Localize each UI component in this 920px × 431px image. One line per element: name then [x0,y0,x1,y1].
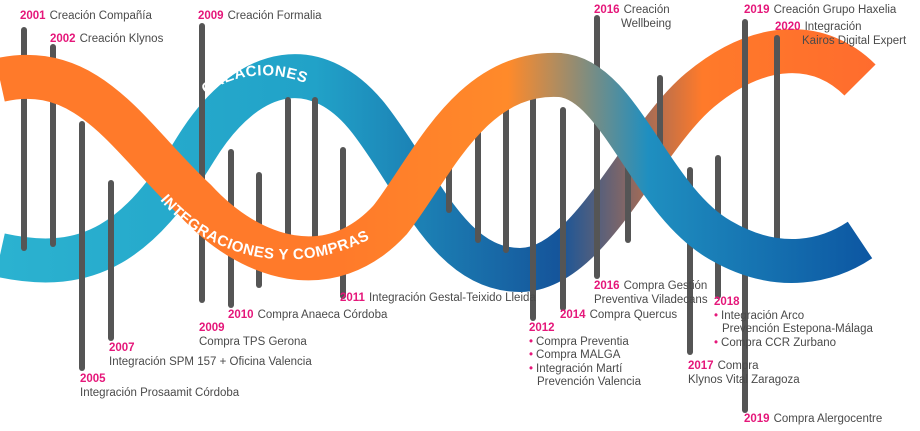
milestone-2009-tps: 2009 Compra TPS Gerona [199,322,307,348]
list-item: Integración Arco [714,310,873,324]
strand-front [0,52,873,283]
list-item: Integración Martí [529,363,641,377]
milestone-2012: 2012 Compra Preventia Compra MALGA Integ… [529,322,641,390]
list-item: Compra CCR Zurbano [714,337,873,351]
list-item: Compra MALGA [529,349,641,363]
milestone-2018: 2018 Integración Arco Prevención Estepon… [714,296,873,350]
list-item: Compra Preventia [529,336,641,350]
milestone-2005: 2005 Integración Prosaamit Córdoba [80,373,240,399]
milestone-2007: 2007 Integración SPM 157 + Oficina Valen… [109,342,312,368]
